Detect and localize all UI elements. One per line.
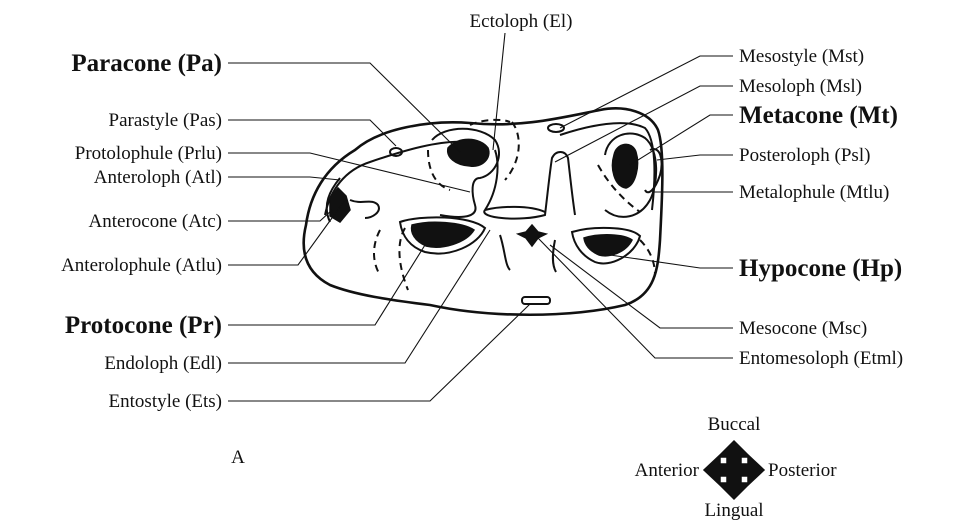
ectoloph-leader [493, 33, 505, 150]
paracone-leader [228, 63, 460, 152]
label-ectoloph: Ectoloph (El) [470, 11, 573, 32]
label-paracone: Paracone (Pa) [71, 50, 222, 77]
label-posteroloph: Posteroloph (Psl) [739, 145, 870, 166]
endoloph-leader [228, 230, 490, 363]
hypocone-cusp [584, 235, 632, 256]
paracone-cusp [448, 139, 489, 166]
anterocone-leader [228, 210, 332, 221]
entomesoloph-leader [538, 238, 733, 358]
label-hypocone: Hypocone (Hp) [739, 255, 902, 282]
label-mesostyle: Mesostyle (Mst) [739, 46, 864, 67]
label-mesocone: Mesocone (Msc) [739, 318, 867, 339]
label-anterolophule: Anterolophule (Atlu) [61, 255, 222, 276]
mesoloph-leader [555, 86, 733, 162]
orientation-compass: Buccal Lingual Anterior Posterior [635, 414, 838, 521]
panel-letter: A [231, 447, 245, 468]
four-way-arrow-icon [704, 441, 764, 499]
compass-lingual: Lingual [704, 500, 763, 521]
label-mesoloph: Mesoloph (Msl) [739, 76, 862, 97]
label-metacone: Metacone (Mt) [739, 102, 898, 129]
mesocone-leader [550, 245, 733, 328]
tooth-drawing [304, 108, 663, 314]
label-parastyle: Parastyle (Pas) [109, 110, 222, 131]
parastyle-leader [228, 120, 396, 146]
hypocone-leader [610, 255, 733, 268]
mesostyle-cusp [548, 124, 564, 132]
compass-buccal: Buccal [708, 414, 761, 435]
central-lophs [484, 150, 575, 219]
metacone-cusp [613, 144, 638, 188]
protocone-leader [228, 245, 425, 325]
compass-anterior: Anterior [635, 460, 700, 481]
dashed-wear-lines [374, 120, 655, 290]
mesocone-cusp [518, 225, 546, 246]
label-anterocone: Anterocone (Atc) [89, 211, 222, 232]
label-anteroloph: Anteroloph (Atl) [94, 167, 222, 188]
compass-posterior: Posterior [768, 460, 837, 481]
posteroloph-leader [657, 155, 733, 160]
label-protolophule: Protolophule (Prlu) [75, 143, 222, 164]
label-endoloph: Endoloph (Edl) [104, 353, 222, 374]
label-entostyle: Entostyle (Ets) [109, 391, 222, 412]
protocone-cusp [412, 222, 474, 247]
leader-lines [228, 33, 733, 401]
label-entomesoloph: Entomesoloph (Etml) [739, 348, 903, 369]
label-metalophule: Metalophule (Mtlu) [739, 182, 889, 203]
labels: Ectoloph (El) Paracone (Pa) Parastyle (P… [61, 11, 903, 468]
entostyle-cusp [522, 297, 550, 304]
label-protocone: Protocone (Pr) [65, 312, 222, 339]
